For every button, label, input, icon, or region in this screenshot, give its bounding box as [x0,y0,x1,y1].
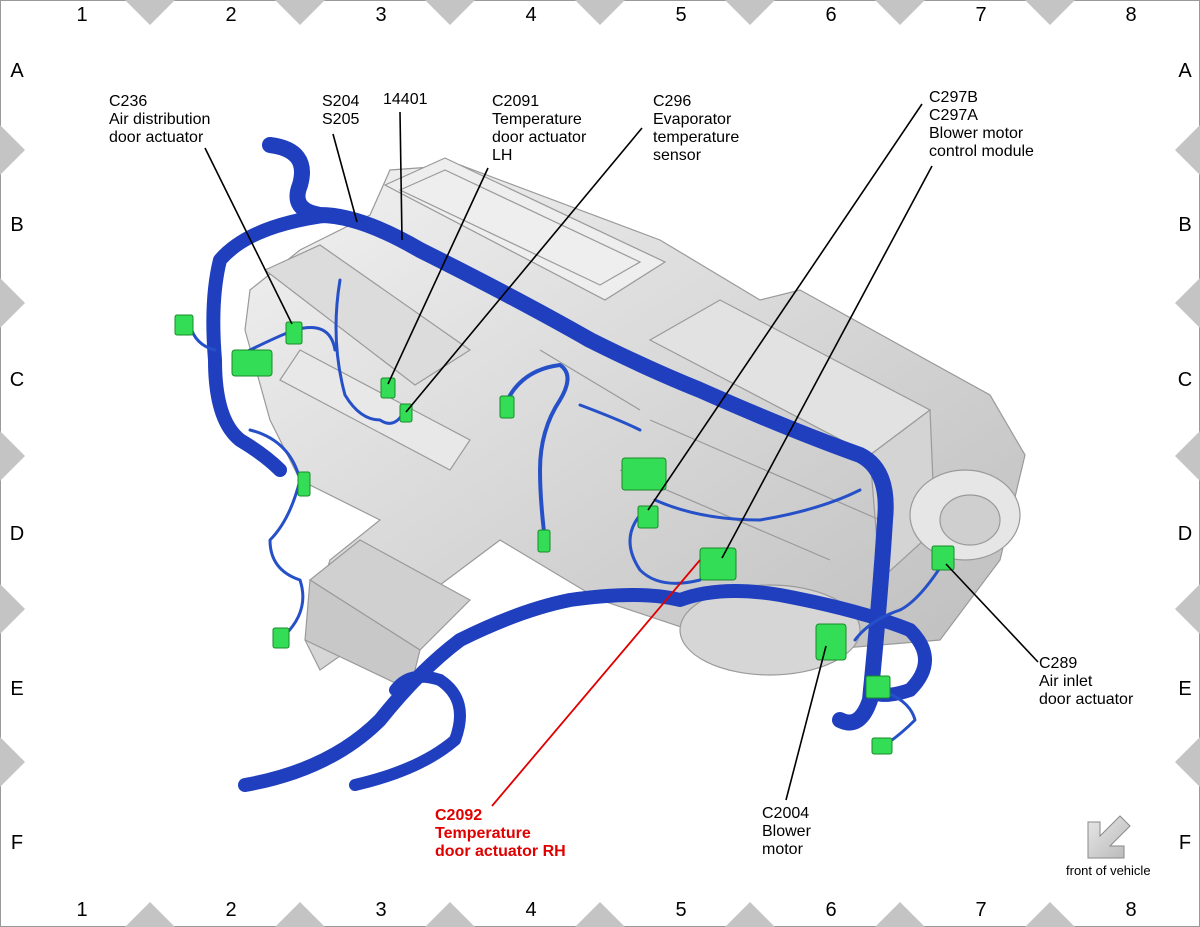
callout-text: C296 [653,93,691,110]
callout-text: Blower [762,823,812,840]
callout-c296: C296 Evaporator temperature sensor [653,93,744,164]
callout-text: Air distribution [109,111,210,128]
connector-c289 [931,545,955,571]
col-label: 4 [525,899,536,921]
col-label: 1 [76,4,87,26]
leader-lines [204,103,1039,801]
callout-c289: C289 Air inlet door actuator [1039,655,1134,708]
grid-row-labels-right: A B C D E F [1178,60,1193,854]
col-label: 7 [975,4,986,26]
wire-harness [188,137,947,792]
connector-c2091 [380,377,396,399]
col-label: 1 [76,899,87,921]
callout-text: door actuator [109,129,204,146]
connector-right-2 [871,737,893,755]
col-label: 7 [975,899,986,921]
connector-c2004 [815,623,847,661]
col-label: 3 [375,899,386,921]
harness-lower-branch-2 [349,670,466,791]
connector-left-4 [272,627,290,649]
callout-c2092: C2092 Temperature door actuator RH [435,807,566,860]
front-of-vehicle-arrow-icon [1087,815,1131,859]
callout-c236: C236 Air distribution door actuator [109,93,215,146]
row-label: E [10,678,23,700]
connector-left-3 [297,471,311,497]
row-label: D [10,523,24,545]
callout-text: S204 [322,93,359,110]
callout-text: Blower motor [929,125,1024,142]
callout-14401: 14401 [383,91,428,108]
callout-text: control module [929,143,1034,160]
row-label: A [1178,60,1192,82]
col-label: 5 [675,4,686,26]
front-of-vehicle-label: front of vehicle [1066,863,1151,878]
callout-text: temperature [653,129,739,146]
hvac-housing [244,157,1026,691]
col-label: 6 [825,4,836,26]
callout-c2004: C2004 Blower motor [762,805,815,858]
callout-text: C297A [929,107,978,124]
col-label: 4 [525,4,536,26]
grid-column-labels-bottom: 1 2 3 4 5 6 7 8 [76,899,1136,921]
callout-text: C2091 [492,93,539,110]
row-label: C [1178,369,1192,391]
callout-text: motor [762,841,804,858]
connector-c297 [637,505,659,529]
row-label: A [10,60,24,82]
row-label: E [1178,678,1191,700]
col-label: 3 [375,4,386,26]
callout-c2091: C2091 Temperature door actuator LH [492,93,591,164]
row-label: F [1179,832,1191,854]
callout-text: Evaporator [653,111,732,128]
connectors [174,314,955,755]
row-label: F [11,832,23,854]
callout-text: LH [492,147,512,164]
callout-text: door actuator [492,129,587,146]
callout-text: S205 [322,111,359,128]
connector-c2092 [699,547,737,581]
callout-text: Air inlet [1039,673,1093,690]
harness-lower-branch [238,584,932,792]
grid-row-labels-left: A B C D E F [10,60,25,854]
connector-mid-2 [537,529,551,553]
callout-text: door actuator [1039,691,1134,708]
callout-text: 14401 [383,91,428,108]
callout-text: Temperature [435,825,531,842]
callout-text: door actuator RH [435,843,566,860]
leader-line-c2092 [491,559,701,807]
connector-mid-3 [621,457,667,491]
callout-text: C2004 [762,805,809,822]
col-label: 2 [225,899,236,921]
callout-text: Temperature [492,111,582,128]
col-label: 5 [675,899,686,921]
col-label: 6 [825,899,836,921]
harness-left-branch [206,208,337,477]
callout-text: C297B [929,89,978,106]
row-label: B [1178,214,1191,236]
row-label: D [1178,523,1192,545]
callout-text: C2092 [435,807,482,824]
connector-left-2 [231,349,273,377]
col-label: 2 [225,4,236,26]
col-label: 8 [1125,899,1136,921]
callout-s204-s205: S204 S205 [322,93,364,128]
callout-text: C289 [1039,655,1077,672]
connector-c236 [285,321,303,345]
connector-mid-1 [499,395,515,419]
connector-left-1 [174,314,194,336]
callout-c297: C297B C297A Blower motor control module [929,89,1034,160]
callout-text: sensor [653,147,702,164]
row-label: B [10,214,23,236]
col-label: 8 [1125,4,1136,26]
grid-column-labels-top: 1 2 3 4 5 6 7 8 [76,4,1136,26]
connector-right-1 [865,675,891,699]
callout-text: C236 [109,93,147,110]
row-label: C [10,369,24,391]
